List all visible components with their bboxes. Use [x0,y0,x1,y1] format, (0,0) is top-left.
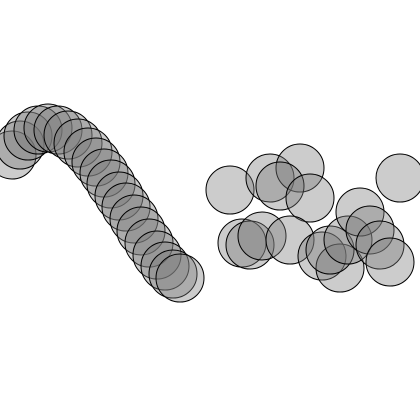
cluster-circle [205,165,255,215]
arc-circle [94,171,144,221]
cluster-circle [315,243,365,293]
arc-circle [155,253,205,303]
arc-circle [109,194,159,244]
cluster-circle [265,215,315,265]
cluster-circle [375,153,420,203]
arc-circle [43,110,93,160]
arc-circle [132,230,182,280]
cluster-circle [237,211,287,261]
circle-arc-trail [0,103,205,303]
cluster-circle [305,225,355,275]
arc-circle [53,118,103,168]
arc-circle [0,120,45,170]
arc-circle [148,249,198,299]
cluster-circle [365,237,415,287]
arc-circle [3,111,53,161]
cluster-circle [275,143,325,193]
cluster-circle [255,161,305,211]
circle-cluster [205,143,420,293]
cluster-circle [285,173,335,223]
cluster-circle [245,153,295,203]
cluster-circle [345,205,395,255]
cluster-circle [335,187,385,237]
cluster-circle [297,231,347,281]
arc-circle [0,130,37,180]
cluster-circle [355,220,405,270]
